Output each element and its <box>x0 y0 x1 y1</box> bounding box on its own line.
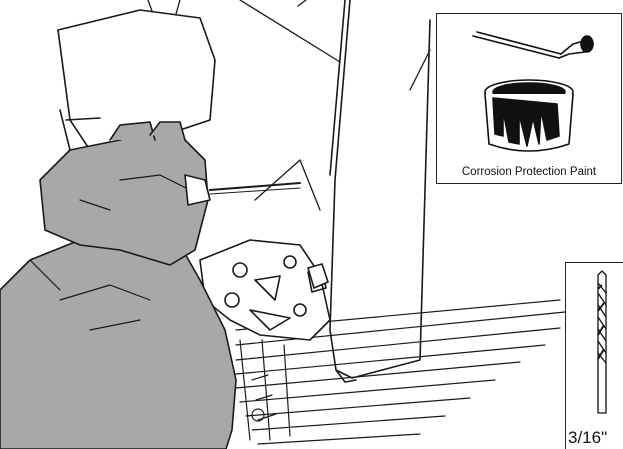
drill-bit-caption: 3/16" <box>568 428 607 448</box>
drill-bit-callout: 3/16" <box>565 262 623 449</box>
drill-chuck <box>185 175 300 205</box>
paint-can-with-brush-icon <box>437 14 623 154</box>
body-panel <box>330 0 430 382</box>
paint-callout: Corrosion Protection Paint <box>436 13 622 184</box>
paint-caption: Corrosion Protection Paint <box>437 166 621 178</box>
drill-bit-icon <box>566 263 623 423</box>
gloved-hand <box>0 122 236 449</box>
